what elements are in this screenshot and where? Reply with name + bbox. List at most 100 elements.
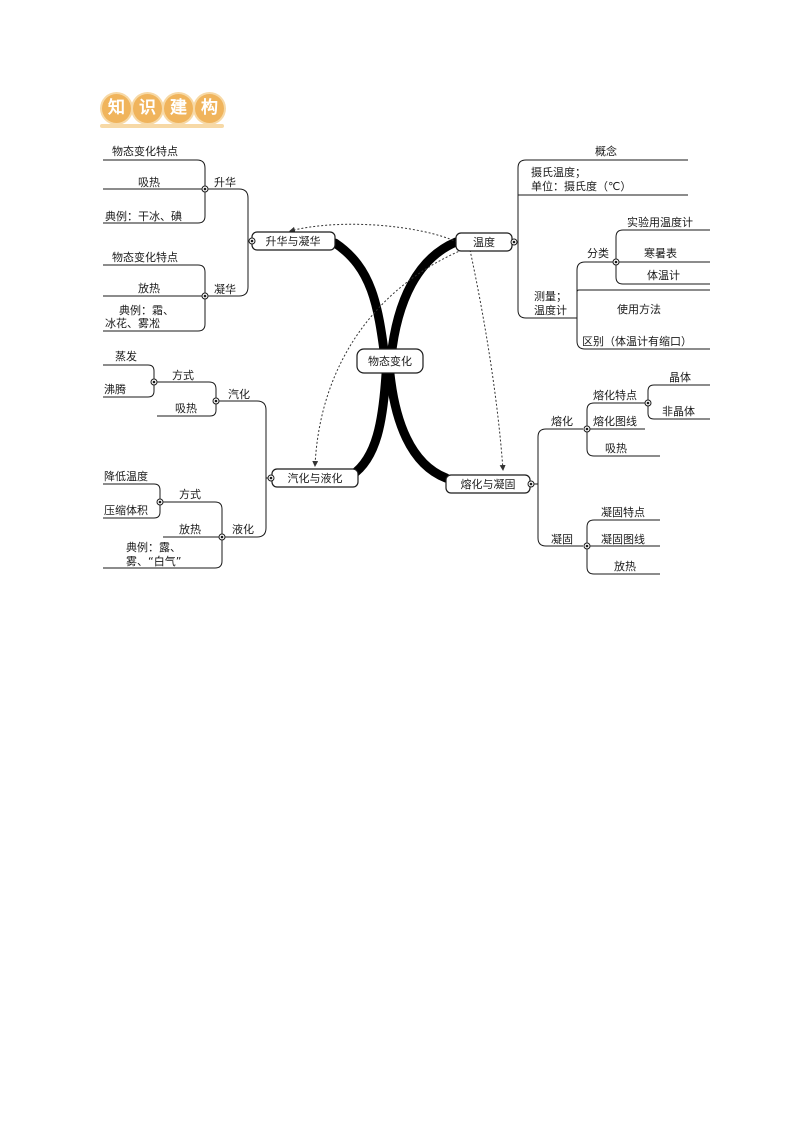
link [103,264,206,293]
branch-label: 升华 [214,175,236,189]
connector [152,380,156,384]
link [163,501,223,534]
leaf-text: 晶体 [669,370,691,384]
leaf-text: 冰花、雾凇 [105,317,160,330]
link [534,428,583,485]
leaf-text: 凝固特点 [601,505,645,519]
link [103,483,161,499]
link [103,505,161,519]
leaf-text: 典例：霜、 [119,303,174,317]
measure-label: 测量； [534,290,567,303]
link [517,242,575,319]
leaf-text: 压缩体积 [104,503,148,517]
dashed-arrow-to-vaporization [312,249,463,467]
connector [585,544,589,548]
trunk-melting [385,369,451,483]
link [208,241,249,297]
sublimation-title: 升华与凝华 [266,234,321,248]
header-char: 建 [164,94,193,123]
connector [512,240,516,244]
leaf-text: 物态变化特点 [112,144,178,158]
link [103,364,155,379]
connector [214,399,218,403]
leaf-text: 吸热 [605,442,627,455]
link [157,381,217,398]
leaf-text: 区别（体温计有缩口） [582,334,692,348]
dashed-arrow-to-melting [469,249,506,471]
leaf-text: 方式 [179,487,201,501]
link [615,229,710,259]
leaf-text: 降低温度 [104,469,148,483]
link [647,406,710,420]
leaf-text: 吸热 [138,176,160,189]
leaf-text: 体温计 [647,268,680,282]
link [586,432,660,457]
connector [203,187,207,191]
branch-label: 汽化 [228,387,250,401]
branch-label: 凝华 [214,282,236,296]
link [575,261,614,319]
classify-label: 分类 [587,246,609,260]
leaf-text: 放热 [138,281,160,295]
link [576,318,710,350]
leaf-text: 物态变化特点 [112,250,178,264]
link [586,519,660,543]
leaf-text: 实验用温度计 [627,215,693,229]
link [208,188,249,242]
link [647,384,710,400]
connector [529,482,533,486]
mind-map: 物态变化 升华与凝华 升华 物态变化特点 吸热 典例：干冰、碘 凝华 物态变化特… [103,144,710,575]
leaf-text: 非晶体 [662,404,695,418]
connector [203,294,207,298]
temperature-title: 温度 [473,235,495,249]
link [576,289,710,318]
dashed-arrow-to-sublimation [289,223,458,243]
header-underline [100,124,224,128]
header-char: 构 [195,94,224,123]
branch-label: 液化 [232,522,254,536]
connector [158,500,162,504]
center-node [356,348,424,374]
trunk-sublimation [330,238,390,363]
leaf-text: 典例：干冰、碘 [105,209,182,223]
link [225,478,267,538]
connector [614,260,618,264]
link [103,192,206,224]
celsius-text: 摄氏温度； [531,165,586,179]
leaf-text: 寒暑表 [644,246,677,260]
leaf-text: 熔化特点 [593,388,637,402]
branch-label: 熔化 [551,414,573,428]
center-label: 物态变化 [368,354,412,368]
link [517,159,688,243]
connector [250,239,254,243]
branch-label: 凝固 [551,532,573,546]
leaf-text: 沸腾 [104,382,126,396]
concept-text: 概念 [595,144,617,158]
link [537,484,583,547]
link [103,540,223,569]
link [103,299,206,332]
leaf-text: 使用方法 [617,302,661,316]
leaf-text: 方式 [172,368,194,382]
link [586,402,645,426]
link [157,404,217,417]
melting-title: 熔化与凝固 [461,477,516,491]
leaf-text: 熔化图线 [593,414,637,428]
connector [269,476,273,480]
leaf-text: 放热 [179,522,201,536]
vaporization-title: 汽化与液化 [288,471,343,485]
leaf-text: 凝固图线 [601,532,645,546]
leaf-text: 吸热 [175,402,197,415]
connector [585,427,589,431]
leaf-text: 蒸发 [115,349,137,363]
celsius-text: 单位：摄氏度（℃） [531,179,631,193]
trunk-temperature [386,237,461,363]
link [586,549,660,575]
link [103,385,155,398]
leaf-text: 放热 [614,559,636,573]
header-char: 知 [102,94,131,123]
connector [220,535,224,539]
measure-label: 温度计 [534,303,567,317]
link [615,265,710,285]
leaf-text: 典例：露、 [126,540,181,554]
